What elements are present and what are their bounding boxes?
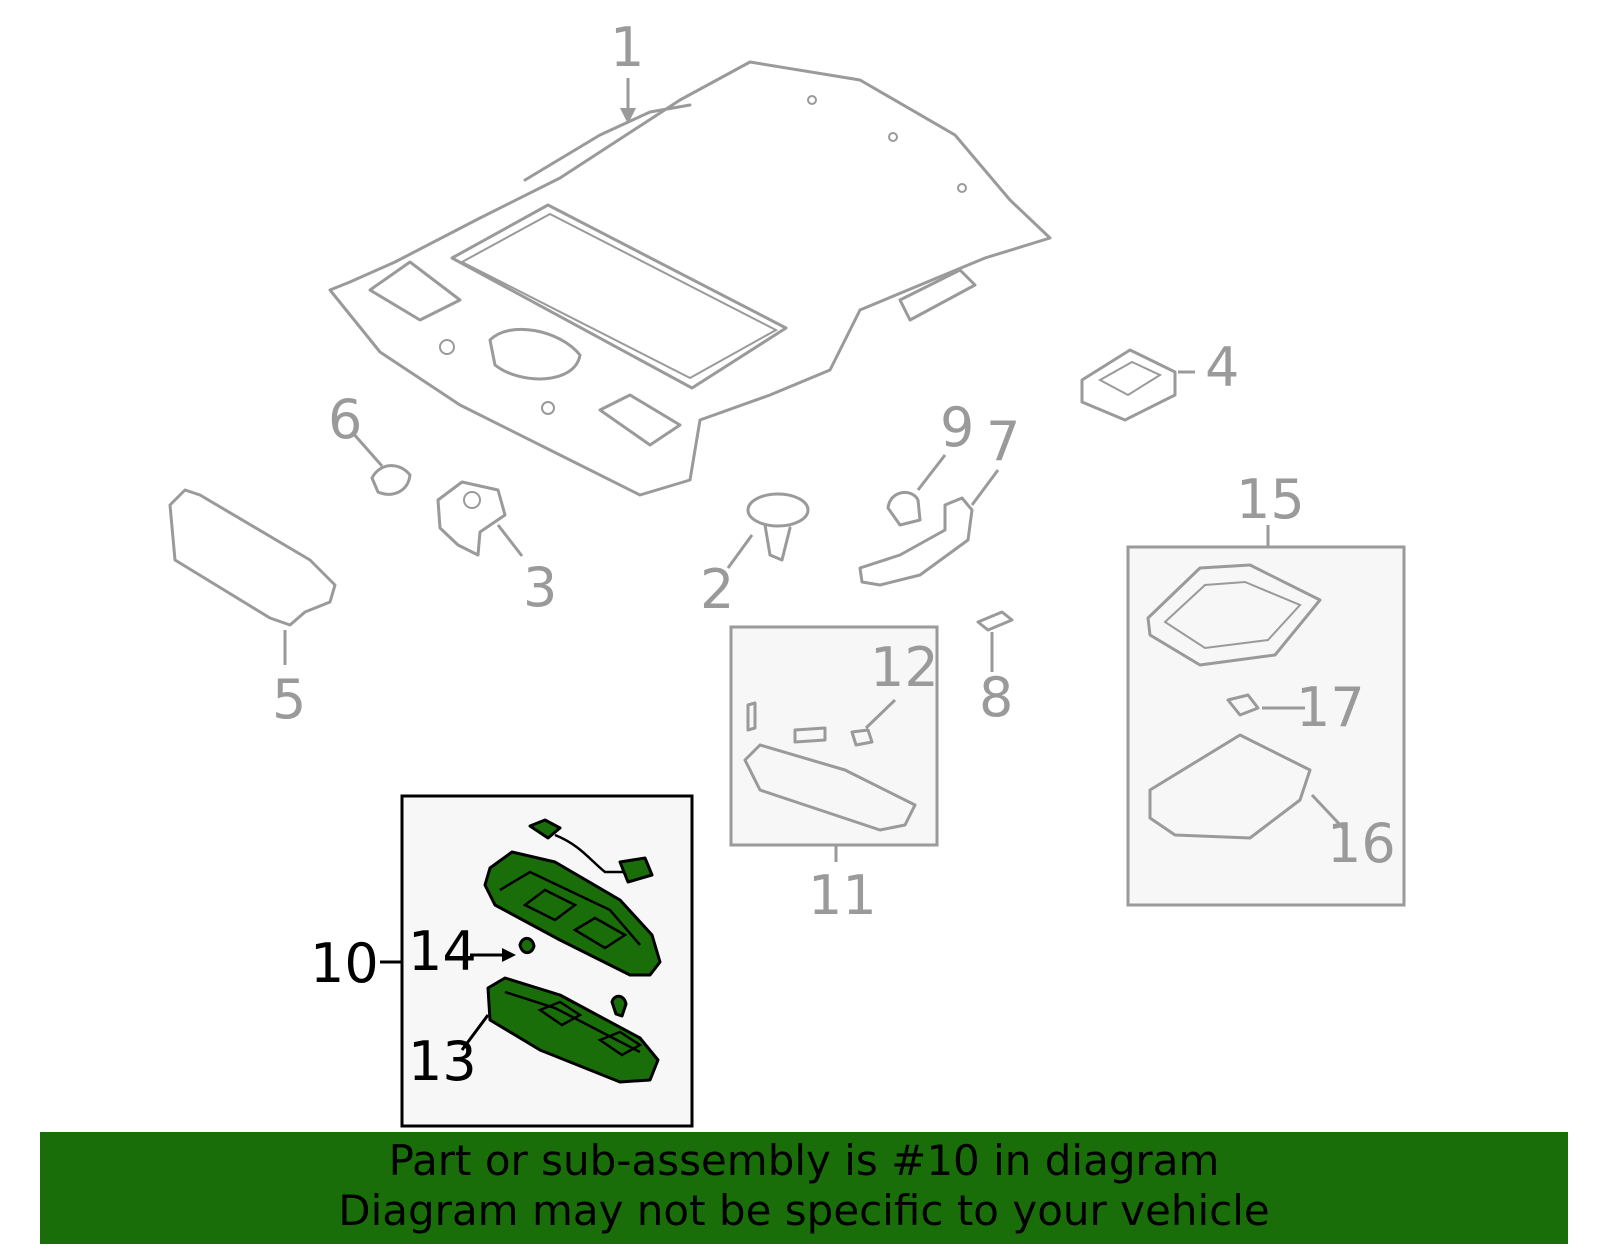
- leader-6: [350, 431, 384, 467]
- leader-12: [864, 698, 897, 730]
- callout-6: 6: [328, 388, 362, 451]
- box-11: [729, 625, 939, 847]
- console-part: [743, 701, 917, 832]
- dome-lamp-part: [1146, 563, 1322, 840]
- callout-4: 4: [1205, 336, 1239, 399]
- callout-8: 8: [979, 666, 1013, 729]
- callout-12: 12: [870, 636, 939, 699]
- callout-9: 9: [940, 396, 974, 459]
- callout-15: 15: [1236, 468, 1305, 531]
- leader-7: [970, 469, 1000, 506]
- leader-16: [1310, 793, 1347, 832]
- map-lamp-part: [1080, 348, 1177, 422]
- banner-line-1: Part or sub-assembly is #10 in diagram: [388, 1136, 1220, 1185]
- leader-13: [460, 1014, 490, 1051]
- callout-11: 11: [808, 864, 877, 927]
- visor-holder-part: [436, 480, 507, 557]
- leader-3: [496, 524, 524, 557]
- leader-2: [726, 534, 754, 569]
- sun-visor-part: [168, 488, 337, 627]
- clip-part: [370, 464, 412, 496]
- callout-16: 16: [1327, 812, 1396, 875]
- leader-9: [916, 454, 947, 491]
- callout-17: 17: [1296, 676, 1365, 739]
- callout-10: 10: [310, 932, 379, 995]
- callout-13: 13: [408, 1030, 477, 1093]
- small-clip-part: [976, 610, 1014, 632]
- banner-line-2: Diagram may not be specific to your vehi…: [338, 1186, 1270, 1235]
- callout-5: 5: [272, 668, 306, 731]
- callout-7: 7: [986, 410, 1020, 473]
- callout-2: 2: [700, 558, 734, 621]
- callout-1: 1: [610, 16, 644, 79]
- info-banner: Part or sub-assembly is #10 in diagram D…: [40, 1132, 1568, 1244]
- overhead-console-highlighted-part: [483, 818, 662, 1084]
- callout-3: 3: [523, 556, 557, 619]
- callout-14: 14: [408, 920, 477, 983]
- grab-handle-part: [858, 491, 974, 587]
- box-15: [1126, 545, 1406, 907]
- headliner-part: [328, 60, 1052, 497]
- retainer-clip-part: [746, 492, 810, 562]
